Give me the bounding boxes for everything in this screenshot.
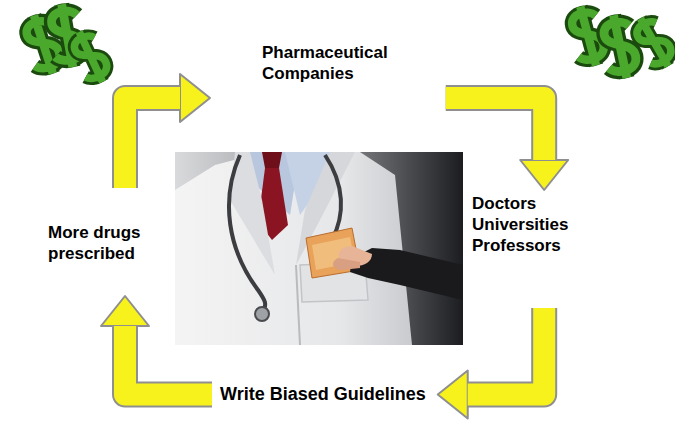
cycle-step: Pharmaceutical Companies (262, 42, 388, 84)
cycle-step: Doctors Universities Professors (472, 193, 568, 256)
step-label: More drugs prescribed (48, 222, 160, 264)
dollar-cluster (20, 2, 113, 88)
cycle-arrow (446, 98, 569, 190)
step-label: Write Biased Guidelines (220, 384, 426, 405)
cycle-arrow (101, 296, 212, 395)
doctor-photo (175, 152, 463, 345)
cycle-arrow (438, 308, 544, 419)
step-label: Pharmaceutical Companies (262, 42, 388, 84)
cycle-step: More drugs prescribed (48, 222, 160, 264)
dollar-cluster (566, 3, 675, 81)
cycle-arrow (125, 74, 210, 188)
step-label: Doctors Universities Professors (472, 193, 568, 256)
cycle-step: Write Biased Guidelines (220, 384, 426, 405)
